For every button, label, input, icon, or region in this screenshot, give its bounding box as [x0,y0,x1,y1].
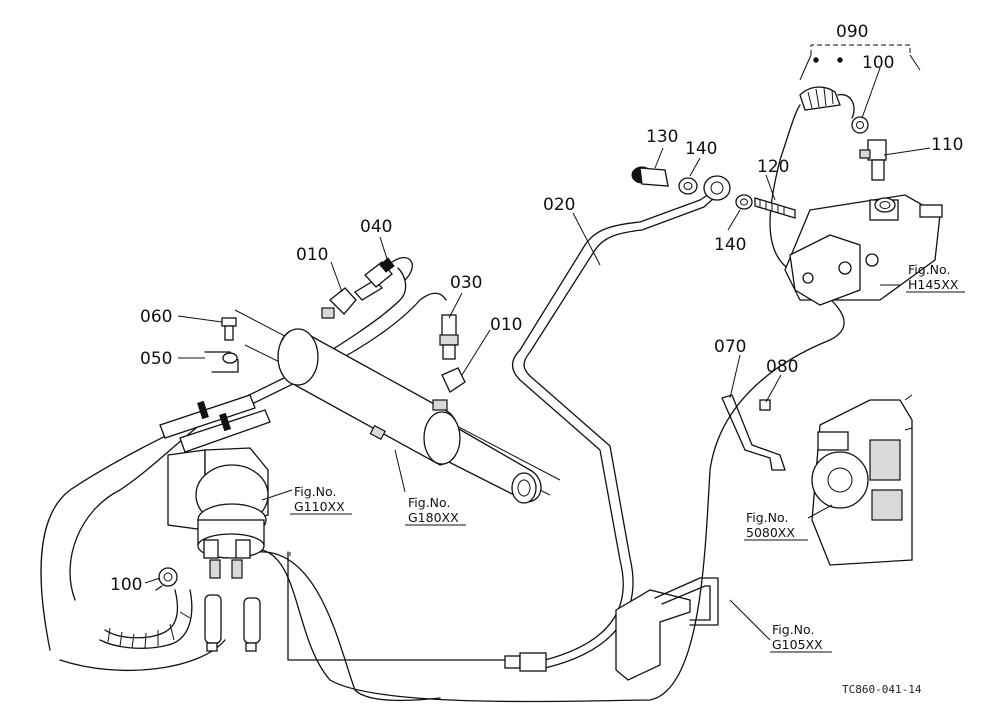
hose-clamp-100-lower [155,567,178,591]
label-110: 110 [931,135,963,155]
clamp-050 [204,351,239,373]
banjo-fitting [703,175,731,201]
label-010-lower: 010 [490,315,522,335]
label-080: 080 [766,357,798,377]
figref-g110-line1: Fig.No. [294,484,336,499]
label-020: 020 [543,195,575,215]
label-030: 030 [450,273,482,293]
figref-h145-line1: Fig.No. [908,262,950,277]
label-090: 090 [836,22,868,42]
figref-g105-line2: G105XX [772,637,823,652]
bolt-060 [221,317,237,341]
label-130: 130 [646,127,678,147]
hose-090 [799,57,855,119]
figure-references: Fig.No. G110XX Fig.No. G180XX Fig.No. H1… [294,262,959,652]
steering-cylinder [234,309,561,504]
hose-lines [40,104,845,703]
figref-g180-line1: Fig.No. [408,495,450,510]
plug-130 [631,166,669,187]
elbow-fitting-010-lower [432,367,466,411]
hose-clamp-100-upper [851,116,869,134]
label-140-lower: 140 [714,235,746,255]
figref-h145-line2: H145XX [908,277,959,292]
label-010-upper: 010 [296,245,328,265]
label-050: 050 [140,349,172,369]
figref-g105-line1: Fig.No. [772,622,814,637]
bolt-080 [759,399,771,411]
washer-140-left [678,177,698,195]
bracket-g105 [615,577,719,681]
hose-ends [159,394,271,453]
label-140-upper: 140 [685,139,717,159]
figref-g180-line2: G180XX [408,510,459,525]
hose-fittings-lower [204,594,261,652]
steering-unit [167,447,269,579]
hose-fitting-030 [439,314,459,360]
hose-fitting-040 [364,257,413,288]
pipe-end-fitting [504,652,547,672]
drawing-number: TC860-041-14 [842,683,922,696]
elbow-fitting-010-upper [321,279,384,319]
figref-g110-line2: G110XX [294,499,345,514]
washer-140-right [735,194,753,210]
label-040: 040 [360,217,392,237]
engine-pump [811,394,913,566]
control-valve [784,194,943,306]
label-100-lower: 100 [110,575,142,595]
leader-lines [144,44,965,653]
banjo-bolt-120 [754,197,796,219]
figref-5080-line2: 5080XX [746,525,795,540]
part-labels: 010 010 020 030 040 050 060 070 080 090 … [110,22,963,595]
label-070: 070 [714,337,746,357]
bracket-070 [721,394,786,471]
corrugated-suction-hose [99,589,193,649]
elbow-fitting-110 [859,139,887,181]
label-120: 120 [757,157,789,177]
label-060: 060 [140,307,172,327]
figref-5080-line1: Fig.No. [746,510,788,525]
label-100-upper: 100 [862,53,894,73]
